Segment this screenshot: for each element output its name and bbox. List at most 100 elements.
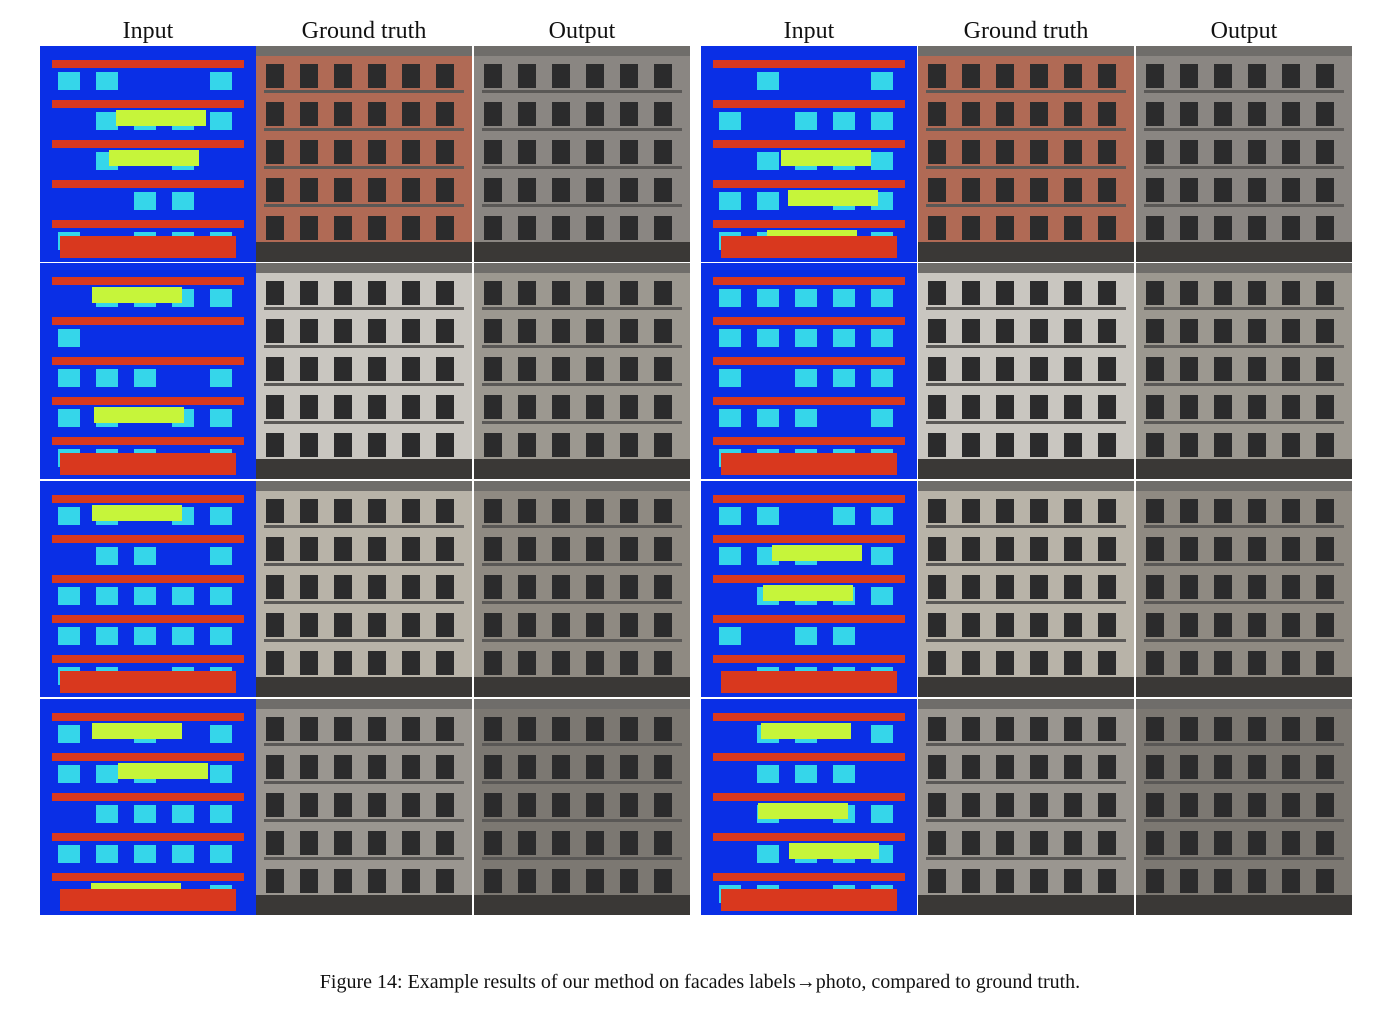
window [620,102,638,126]
trim-band [52,277,244,285]
window [654,793,672,817]
left-header-input: Input [122,18,174,44]
window [654,717,672,741]
window-label [210,627,232,645]
window [300,216,318,240]
window [436,575,454,599]
window [620,216,638,240]
window-label [210,409,232,427]
window [266,651,284,675]
window [1146,140,1164,164]
window [1146,831,1164,855]
window [1282,755,1300,779]
window [1248,755,1266,779]
window [1214,395,1232,419]
window-label [757,507,779,525]
window-label [833,369,855,387]
window [1214,869,1232,893]
ledge [264,166,464,169]
ledge [482,128,682,131]
window [1098,537,1116,561]
window-label [795,765,817,783]
window-label [871,805,893,823]
window [1098,755,1116,779]
window [266,357,284,381]
street-level [256,895,472,915]
window [1064,357,1082,381]
window [300,140,318,164]
ground-floor-label [721,236,897,258]
window [1316,433,1334,457]
window [586,178,604,202]
window [586,140,604,164]
ledge [1144,166,1344,169]
window [436,537,454,561]
window [334,499,352,523]
ledge [264,563,464,566]
window [300,281,318,305]
street-level [918,677,1134,697]
window [996,537,1014,561]
window [1146,793,1164,817]
window [586,575,604,599]
window-label [134,805,156,823]
window-label [833,507,855,525]
window [518,869,536,893]
ledge [1144,743,1344,746]
ledge [926,345,1126,348]
balcony-label [109,150,199,166]
window [962,613,980,637]
window [368,216,386,240]
window-label [210,289,232,307]
window [1248,319,1266,343]
trim-band [713,833,905,841]
window-label [871,409,893,427]
window [654,651,672,675]
window [928,102,946,126]
window [962,433,980,457]
window [1098,281,1116,305]
window [586,613,604,637]
window [1316,831,1334,855]
trim-band [713,220,905,228]
window-label [134,369,156,387]
window [586,755,604,779]
window [402,64,420,88]
window [552,537,570,561]
window [334,613,352,637]
window [266,178,284,202]
window-label [134,845,156,863]
window [620,281,638,305]
window [928,793,946,817]
window [300,499,318,523]
window [368,395,386,419]
window [1180,357,1198,381]
window [1030,575,1048,599]
window [1180,395,1198,419]
window [518,102,536,126]
window [1146,178,1164,202]
window [300,717,318,741]
window-label [210,765,232,783]
window-label [871,587,893,605]
window [300,64,318,88]
window [334,178,352,202]
window [620,433,638,457]
window [1248,216,1266,240]
window [928,869,946,893]
window [996,869,1014,893]
window [928,613,946,637]
window [334,395,352,419]
ledge [1144,307,1344,310]
window [334,575,352,599]
ledge [1144,781,1344,784]
street-level [256,459,472,479]
window [1282,869,1300,893]
window [300,433,318,457]
ledge [1144,204,1344,207]
window [300,831,318,855]
window [1316,575,1334,599]
window [1064,717,1082,741]
window [300,395,318,419]
window [620,537,638,561]
